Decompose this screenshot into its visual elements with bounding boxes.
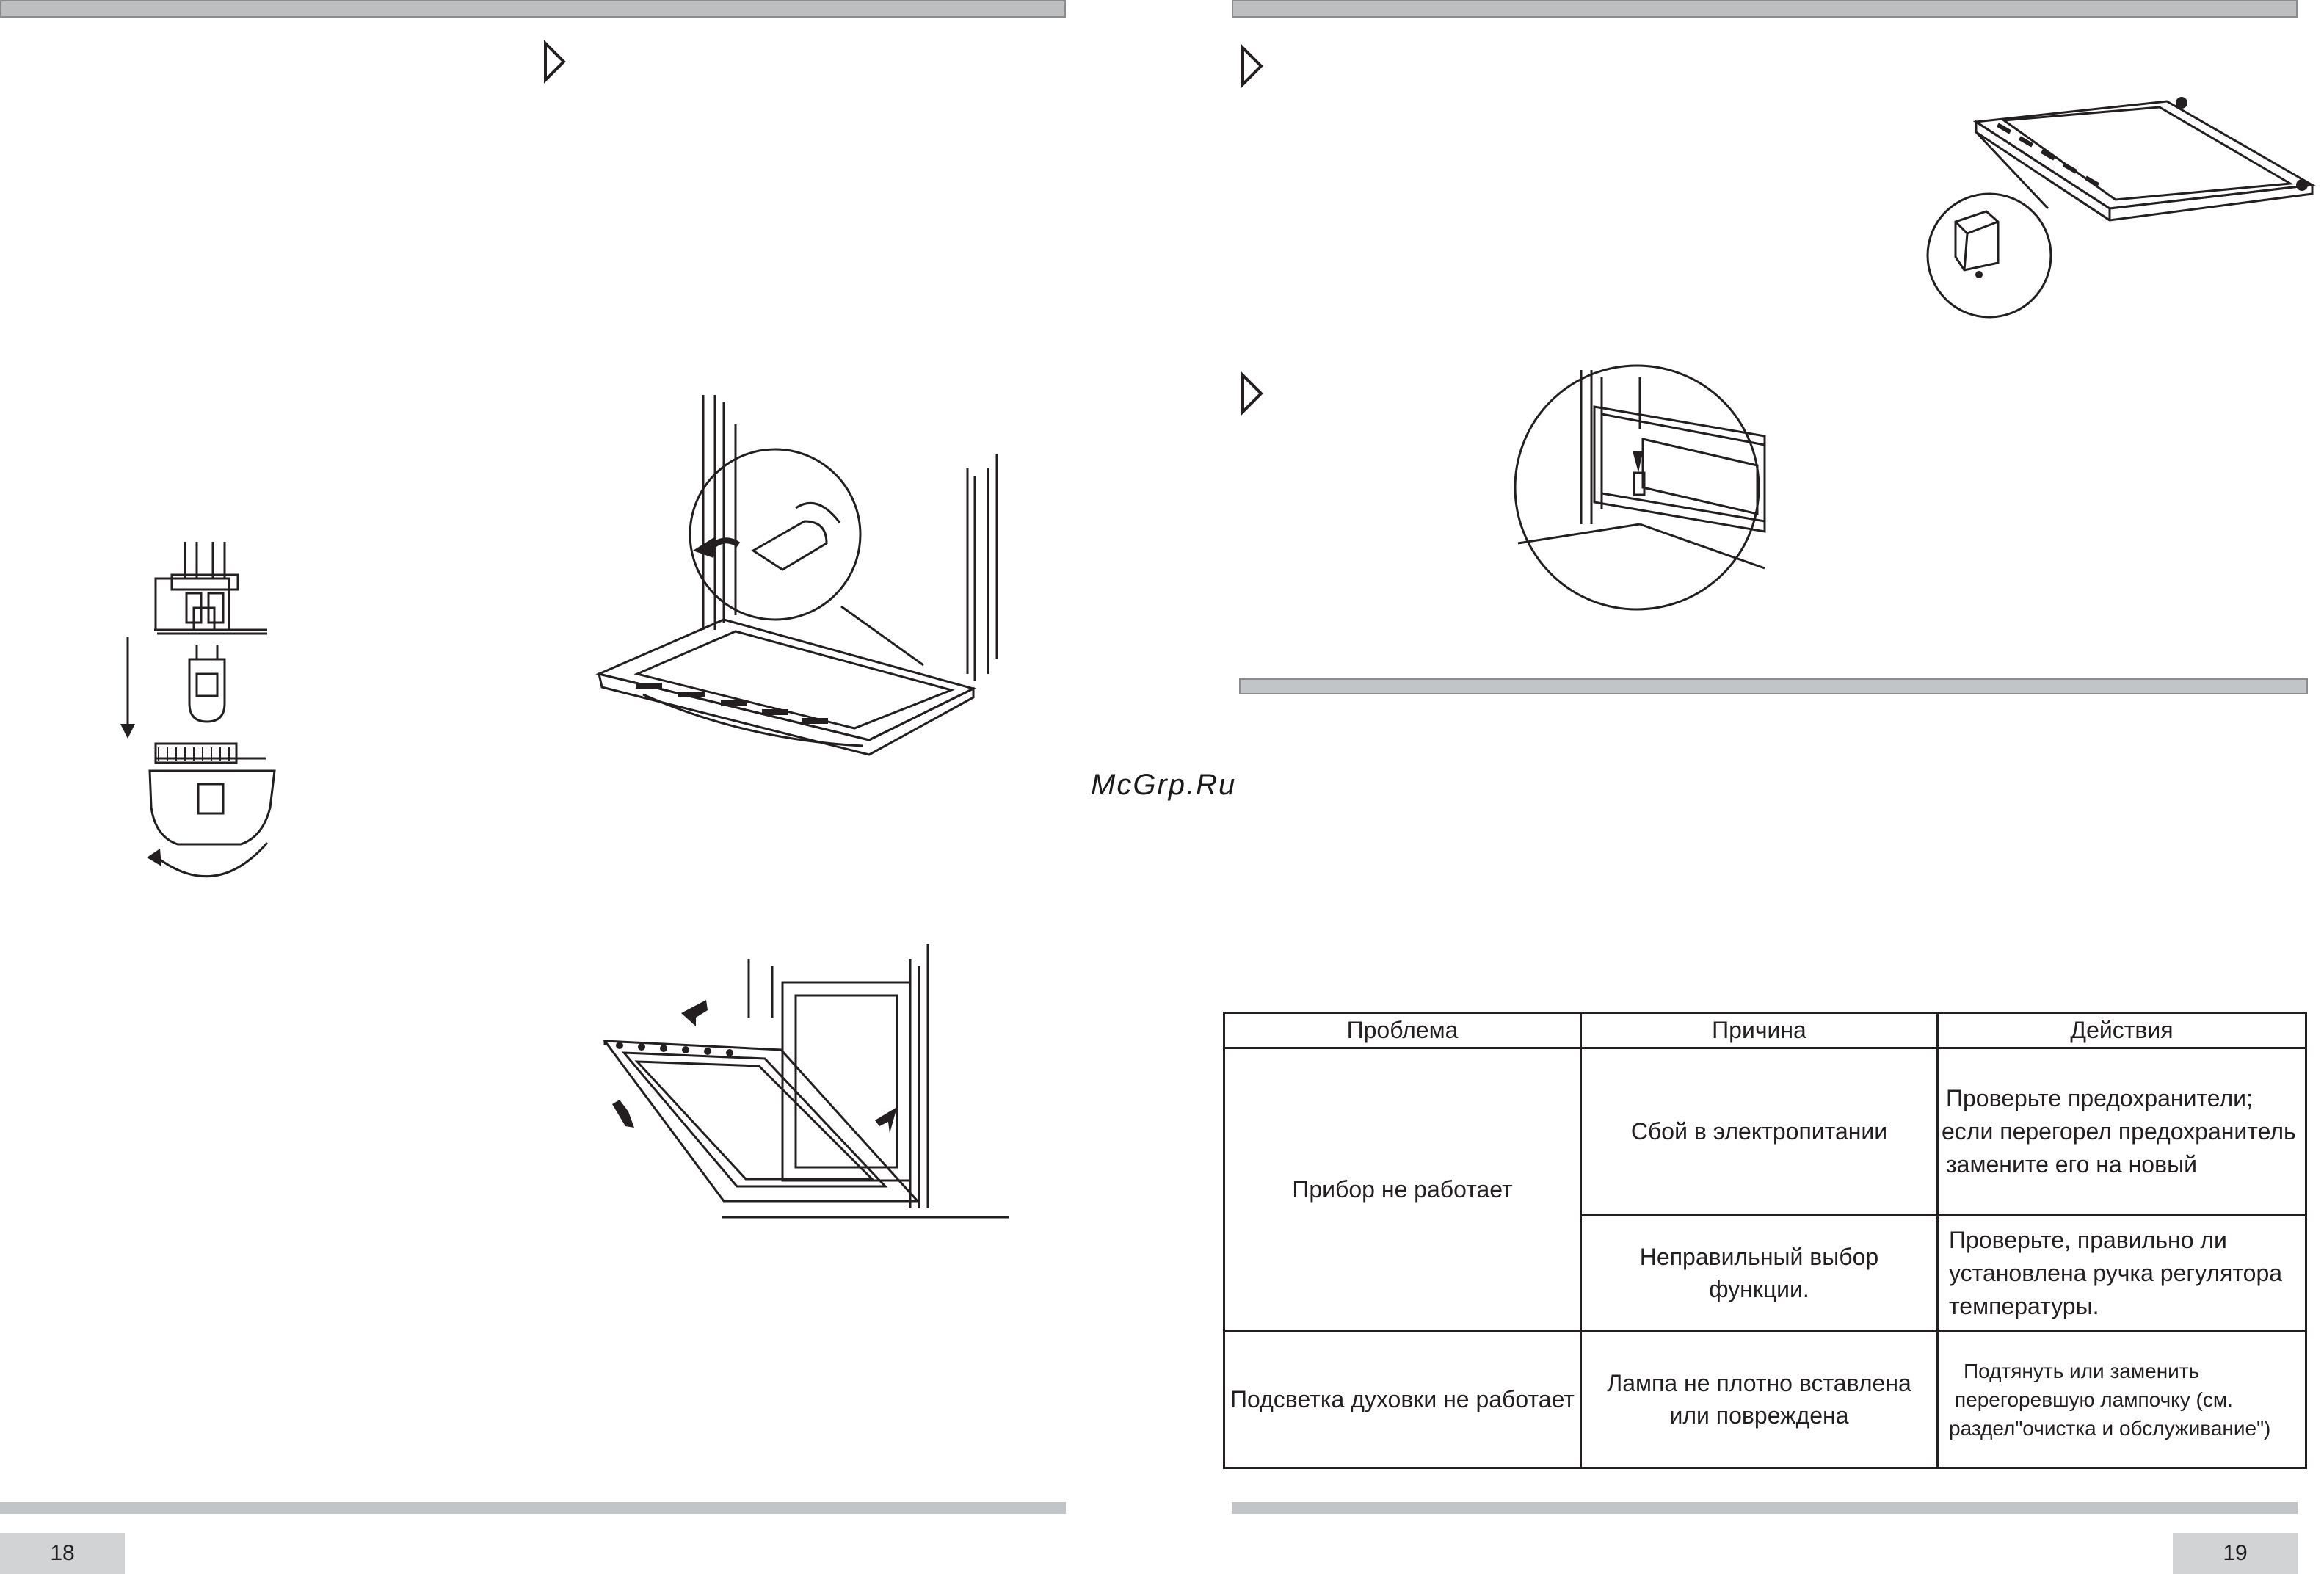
triangle-outline-marker-icon: [1241, 373, 1264, 414]
cause-text: или повреждена: [1669, 1402, 1849, 1429]
action-text: Проверьте предохранители;: [1946, 1085, 2253, 1112]
page-number-left: 18: [0, 1533, 125, 1574]
action-text: установлена ручка регулятора: [1949, 1259, 2283, 1286]
right-header-bar: [1232, 0, 2298, 18]
action-cell: Подтянуть или заменить перегоревшую ламп…: [1936, 1330, 2307, 1469]
table-row: Прибор не работает Сбой в электропитании…: [1223, 1046, 2307, 1332]
oven-door-removal-illustration: [590, 944, 1016, 1223]
door-hinge-screw-illustration: [1894, 97, 2312, 319]
problem-cell: Прибор не работает: [1223, 1046, 1582, 1332]
column-header-cause: Причина: [1580, 1012, 1939, 1049]
action-text: если перегорел предохранитель: [1942, 1117, 2296, 1145]
oven-door-hinge-illustration: [592, 395, 1003, 755]
watermark: McGrp.Ru: [1091, 769, 1237, 801]
column-header-problem: Проблема: [1223, 1012, 1582, 1049]
cause-text: Лампа не плотно вставлена: [1607, 1369, 1911, 1396]
left-header-bar: [0, 0, 1066, 18]
cause-cell: Лампа не плотно вставлена или повреждена: [1580, 1330, 1939, 1469]
column-header-actions: Действия: [1936, 1012, 2307, 1049]
cause-cell: Неправильный выбор функции.: [1580, 1214, 1939, 1332]
cause-text: Неправильный выбор: [1639, 1243, 1879, 1270]
section-divider-bar: [1239, 678, 2308, 694]
action-text: перегоревшую лампочку (см.: [1955, 1388, 2233, 1411]
problem-cell: Подсветка духовки не работает: [1223, 1330, 1582, 1469]
table-header-row: Проблема Причина Действия: [1223, 1012, 2307, 1049]
right-footer-bar: [1232, 1502, 2298, 1514]
lamp-replacement-illustration: [120, 534, 279, 874]
action-cell: Проверьте предохранители; если перегорел…: [1936, 1046, 2307, 1216]
hinge-lock-detail-illustration: [1508, 363, 1772, 612]
action-text: Проверьте, правильно ли: [1949, 1227, 2227, 1254]
action-cell: Проверьте, правильно ли установлена ручк…: [1936, 1214, 2307, 1332]
action-text: Подтянуть или заменить: [1964, 1359, 2200, 1382]
troubleshooting-table: Проблема Причина Действия Прибор не рабо…: [1223, 1012, 2307, 1469]
cause-text: функции.: [1709, 1276, 1809, 1303]
cause-cell: Сбой в электропитании: [1580, 1046, 1939, 1216]
triangle-outline-marker-icon: [1241, 46, 1264, 87]
left-footer-bar: [0, 1502, 1066, 1514]
cause-text: Сбой в электропитании: [1630, 1117, 1888, 1145]
action-text: температуры.: [1949, 1292, 2099, 1319]
action-text: раздел"очистка и обслуживание"): [1949, 1416, 2271, 1440]
action-text: замените его на новый: [1946, 1150, 2197, 1178]
page-number-right: 19: [2173, 1533, 2298, 1574]
table-row: Подсветка духовки не работает Лампа не п…: [1223, 1330, 2307, 1469]
table-row: Неправильный выбор функции. Проверьте, п…: [1224, 1214, 2307, 1332]
triangle-outline-marker-icon: [543, 41, 567, 82]
